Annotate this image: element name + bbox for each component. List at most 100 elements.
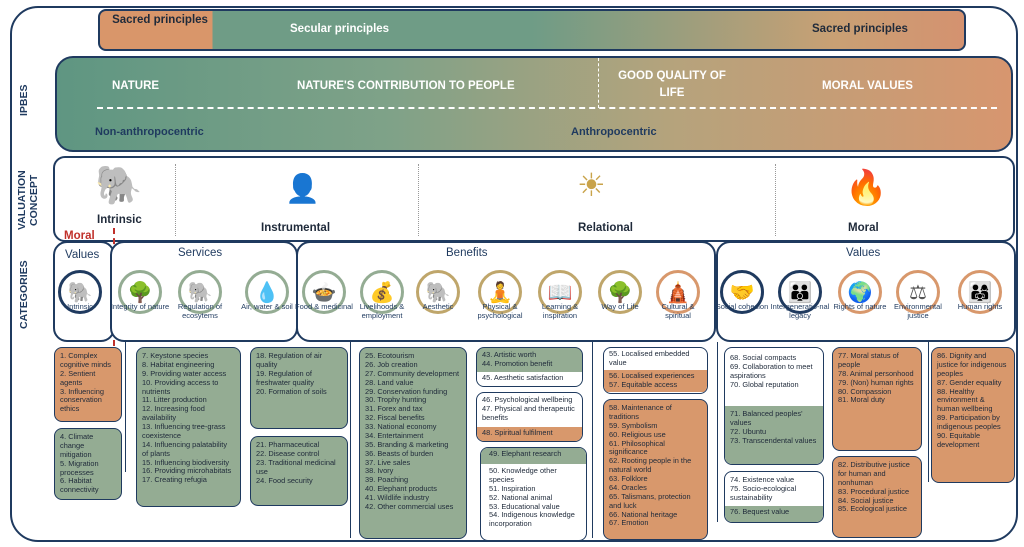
list-item: 39. Poaching — [365, 475, 409, 485]
category-label: Physical & psychological — [477, 302, 523, 320]
elephant-icon: 🐘 — [416, 270, 460, 314]
list-item: 50. Knowledge other species — [489, 466, 557, 484]
list-item: 72. Ubuntu — [730, 426, 767, 436]
list-item: 7. Keystone species — [142, 351, 209, 360]
list-item: 85. Ecological justice — [838, 504, 908, 514]
flame-icon: 🔥 — [845, 169, 888, 207]
list-item: 61. Philosophical significance — [609, 438, 665, 457]
elephant-icon: 🐘 — [58, 270, 102, 314]
list-item: 6. Habitat connectivity — [60, 476, 99, 495]
scales-icon: ⚖ — [896, 270, 940, 314]
side-label-ipbes: IPBES — [18, 84, 30, 116]
category-label: Environmental justice — [894, 302, 942, 320]
category-label: Cultural & spiritual — [661, 302, 695, 320]
list-item: 22. Disease control — [256, 448, 320, 458]
list-item: 51. Inspiration — [489, 483, 536, 493]
list-item: 26. Job creation — [365, 359, 418, 369]
ipbes-moral-values: MORAL VALUES — [822, 80, 913, 92]
list-item: 55. Localised embedded value — [609, 349, 690, 367]
list-item: 23. Traditional medicinal use — [256, 457, 336, 476]
list-item: 60. Religious use — [609, 429, 666, 439]
list-item: 83. Procedural justice — [838, 486, 910, 496]
list-item: 88. Healthy environment & human wellbein… — [937, 386, 993, 414]
list-item: 38. Ivory — [365, 466, 394, 476]
side-label-valuation-concept: VALUATION CONCEPT — [16, 170, 40, 230]
category-label: Learning & inspiration — [541, 302, 579, 320]
list-item: 32. Fiscal benefits — [365, 413, 425, 423]
list-item: 76. Bequest value — [730, 507, 790, 516]
money-bag-icon: 💰 — [360, 270, 404, 314]
list-item: 65. Talismans, protection and luck — [609, 491, 691, 510]
outer-frame — [10, 6, 1018, 542]
list-item: 14. Influencing palatability of plants — [142, 439, 228, 458]
list-item: 74. Existence value — [730, 475, 795, 484]
list-item: 1. Complex cognitive minds — [60, 351, 111, 369]
list-item: 31. Forex and tax — [365, 404, 423, 414]
concept-moral: Moral — [848, 222, 879, 234]
category-label: Integrity of nature — [110, 302, 170, 311]
list-item: 46. Psychological wellbeing — [482, 395, 573, 404]
list-item: 36. Beasts of burden — [365, 448, 434, 458]
list-item: 64. Oracles — [609, 482, 647, 492]
ipbes-vertical-divider — [598, 58, 599, 108]
list-item: 21. Pharmaceutical — [256, 440, 320, 449]
connector-line — [125, 342, 126, 472]
anthropocentric-label: Anthropocentric — [571, 126, 657, 138]
list-item: 69. Collaboration to meet aspirations — [730, 361, 813, 380]
list-item: 79. (Non) human rights — [838, 377, 914, 387]
list-item: 84. Social justice — [838, 495, 894, 505]
sacred-principles-left: Sacred principles — [112, 14, 208, 26]
list-item: 78. Animal personhood — [838, 368, 914, 378]
list-item: 25. Ecotourism — [365, 351, 415, 360]
ipbes-nature: NATURE — [112, 80, 160, 92]
sun-tree-icon: ☀ — [577, 167, 606, 203]
values-right-header: Values — [846, 247, 881, 259]
category-label: Social cohesion — [715, 302, 769, 311]
list-item: 4. Climate change mitigation — [60, 432, 94, 459]
list-item: 86. Dignity and justice for indigenous p… — [937, 351, 1007, 378]
list-item: 56. Localised experiences — [609, 371, 695, 380]
list-item: 24. Food security — [256, 475, 313, 485]
list-item: 45. Aesthetic satisfaction — [482, 372, 564, 382]
connector-line — [717, 342, 718, 522]
moral-red-label: Moral — [64, 230, 95, 242]
list-item: 27. Community development — [365, 368, 460, 378]
list-item: 70. Global reputation — [730, 379, 799, 389]
list-item: 43. Artistic worth — [482, 350, 537, 359]
concept-intrinsic: Intrinsic — [97, 214, 142, 226]
list-item: 17. Creating refugia — [142, 475, 207, 485]
list-item: 11. Litter production — [142, 395, 207, 405]
category-label: Air, water & soil — [241, 302, 293, 311]
list-item: 8. Habitat engineering — [142, 359, 215, 369]
list-item: 59. Symbolism — [609, 420, 658, 430]
connector-line — [928, 342, 929, 482]
concept-instrumental: Instrumental — [261, 222, 331, 234]
list-item: 13. Influencing tree-grass coexistence — [142, 422, 226, 440]
list-item: 89. Participation by indigenous peoples — [937, 413, 1001, 431]
list-item: 53. Educational value — [489, 501, 560, 511]
list-item: 29. Conservation funding — [365, 386, 448, 396]
list-item: 9. Providing water access — [142, 368, 227, 378]
list-item: 81. Moral duty — [838, 395, 885, 405]
list-item: 10. Providing access to nutrients — [142, 377, 219, 396]
list-item: 63. Folklore — [609, 474, 648, 483]
concept-divider — [418, 164, 419, 236]
list-item: 57. Equitable access — [609, 379, 678, 389]
ipbes-band: NATURE NATURE'S CONTRIBUTION TO PEOPLE G… — [55, 56, 1013, 152]
list-item: 16. Providing microhabitats — [142, 466, 232, 476]
values-left-header: Values — [65, 249, 100, 261]
family-icon: 👨‍👩‍👧 — [958, 270, 1002, 314]
category-label: Intrinsic — [67, 302, 93, 311]
list-item: 12. Increasing food availability — [142, 404, 205, 423]
list-item: 30. Trophy hunting — [365, 395, 427, 405]
list-item: 15. Influencing biodiversity — [142, 457, 230, 467]
elephant-icon: 🐘 — [178, 270, 222, 314]
list-item: 73. Transcendental values — [730, 435, 817, 445]
globe-icon: 🌍 — [838, 270, 882, 314]
